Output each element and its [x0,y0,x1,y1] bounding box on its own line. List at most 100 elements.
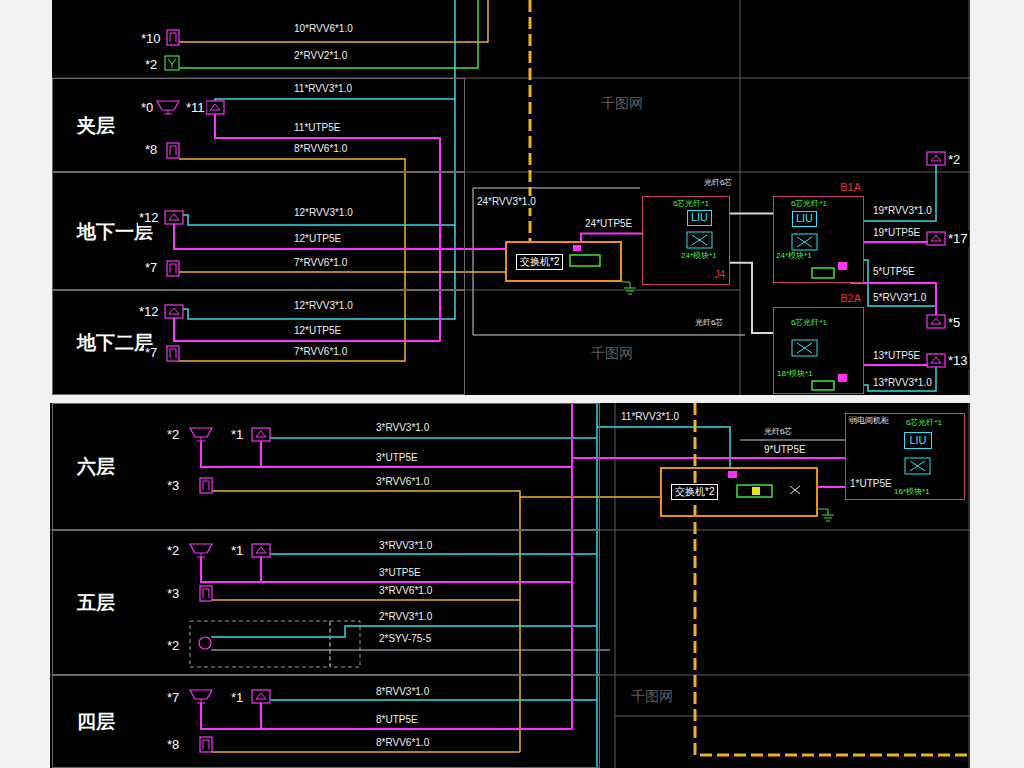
grid-line [50,0,970,768]
device-symbol [167,30,179,45]
switch-icon [792,234,817,250]
rvv6-wire [520,496,660,498]
grid-line [465,290,740,291]
cable-label: 3*RVV6*1.0 [375,476,430,488]
cable-label: 9*UTP5E [763,444,807,456]
riser-line [530,0,970,755]
device-symbol [167,261,179,276]
module-mark [838,374,847,382]
fiber-line [740,440,845,441]
device-symbol [206,101,224,114]
switch-box: 交换机*2 [660,467,818,517]
cable-label: 12*RVV3*1.0 [293,207,354,219]
cable-connector [581,233,642,241]
cable-label: 12*RVV3*1.0 [293,300,354,312]
floor-band: 夹层 [52,78,465,172]
utp-wire [260,703,262,729]
device-count: *3 [166,586,180,602]
module-note: 24*模块*1 [775,251,813,261]
cable-label: 2*RVV3*1.0 [378,611,433,623]
module-mark [728,471,737,478]
rvv2-wire [179,0,478,68]
cabinet-tag: B2A [840,292,861,305]
grid-line [969,403,970,768]
floor-name: 六层 [77,455,115,478]
floor-name: 四层 [77,710,115,733]
device-symbol [157,30,945,752]
device-count: *7 [144,345,158,361]
utp-wire [201,557,572,582]
device-symbol [167,143,179,158]
switch-label: 交换机*2 [671,484,718,500]
liu-panel: LIU [904,432,932,449]
watermark: 千图网 [600,95,644,112]
floor-name: 地下二层 [77,331,153,354]
rvv6-wire [179,0,660,752]
device-count: *8 [166,737,180,753]
module-mark [573,245,581,251]
device-symbol [190,690,212,703]
cable-label: 24*UTP5E [584,218,633,230]
switch-box: 交换机*2 [505,241,622,282]
device-count: *12 [138,210,160,226]
module-mark [737,485,772,497]
rvv3-wire [270,699,597,701]
floor-band: 四层 [52,675,600,768]
cable-label: 19*RVV3*1.0 [872,205,933,217]
device-symbol [927,232,945,245]
utp-wire [260,557,262,582]
rvv3-wire [270,553,597,555]
cabinet-tag: B1A [840,181,861,194]
device-symbol [165,305,183,318]
cable-label: 7*RVV6*1.0 [293,346,348,358]
rvv3-wire [215,0,455,101]
device-count: *2 [144,57,158,73]
utp-wire [572,457,845,459]
ground-symbol [622,282,834,521]
floor-band: 地下一层 [52,172,465,290]
cable-label: 3*RVV6*1.0 [378,585,433,597]
device-count: *2 [947,152,961,168]
device-symbol [157,101,179,114]
grid-line [969,0,970,395]
utp-wire [201,703,572,729]
module-note: 6芯光纤*1 [905,418,943,428]
device-symbol [165,56,179,70]
cable-label: 2*SYV-75-5 [378,633,432,645]
rvv6-wire [179,0,488,42]
device-symbol [927,152,945,165]
panel-ground [50,403,970,768]
module-note: 24*模块*1 [680,251,718,261]
switch-icon [792,340,817,356]
fiber-line [211,188,845,650]
utp-wire [864,241,928,243]
cabinet-tag: J4 [714,269,725,281]
grid-line [740,0,741,395]
device-symbol [168,59,176,68]
utp-wire [174,114,936,729]
liu-label: LIU [909,434,926,447]
floor-band: 六层 [52,403,600,530]
rvv3-wire [597,427,730,467]
cable-label: 1*UTP5E [849,478,893,490]
rvv2-wire [179,0,478,68]
cable-label: 13*UTP5E [872,350,921,362]
device-count: *0 [140,100,154,116]
cable-label: 5*UTP5E [872,266,916,278]
cable-label: 8*RVV6*1.0 [375,737,430,749]
device-symbol [200,586,212,601]
switch-icon [687,232,712,248]
cable-label: 8*RVV6*1.0 [293,143,348,155]
module-note: 16*模块*1 [893,487,931,497]
module-mark [812,268,834,278]
equipment-cabinet: J4LIU [642,196,730,285]
cable-connector [730,263,773,333]
cable-label: 24*RVV3*1.0 [476,196,537,208]
switch-label: 交换机*2 [516,254,563,270]
cable-label: 2*RVV2*1.0 [293,50,348,62]
ground-symbol [622,282,636,294]
device-count: *2 [166,543,180,559]
cable-label: 3*UTP5E [378,567,422,579]
cable-label: 8*UTP5E [375,714,419,726]
